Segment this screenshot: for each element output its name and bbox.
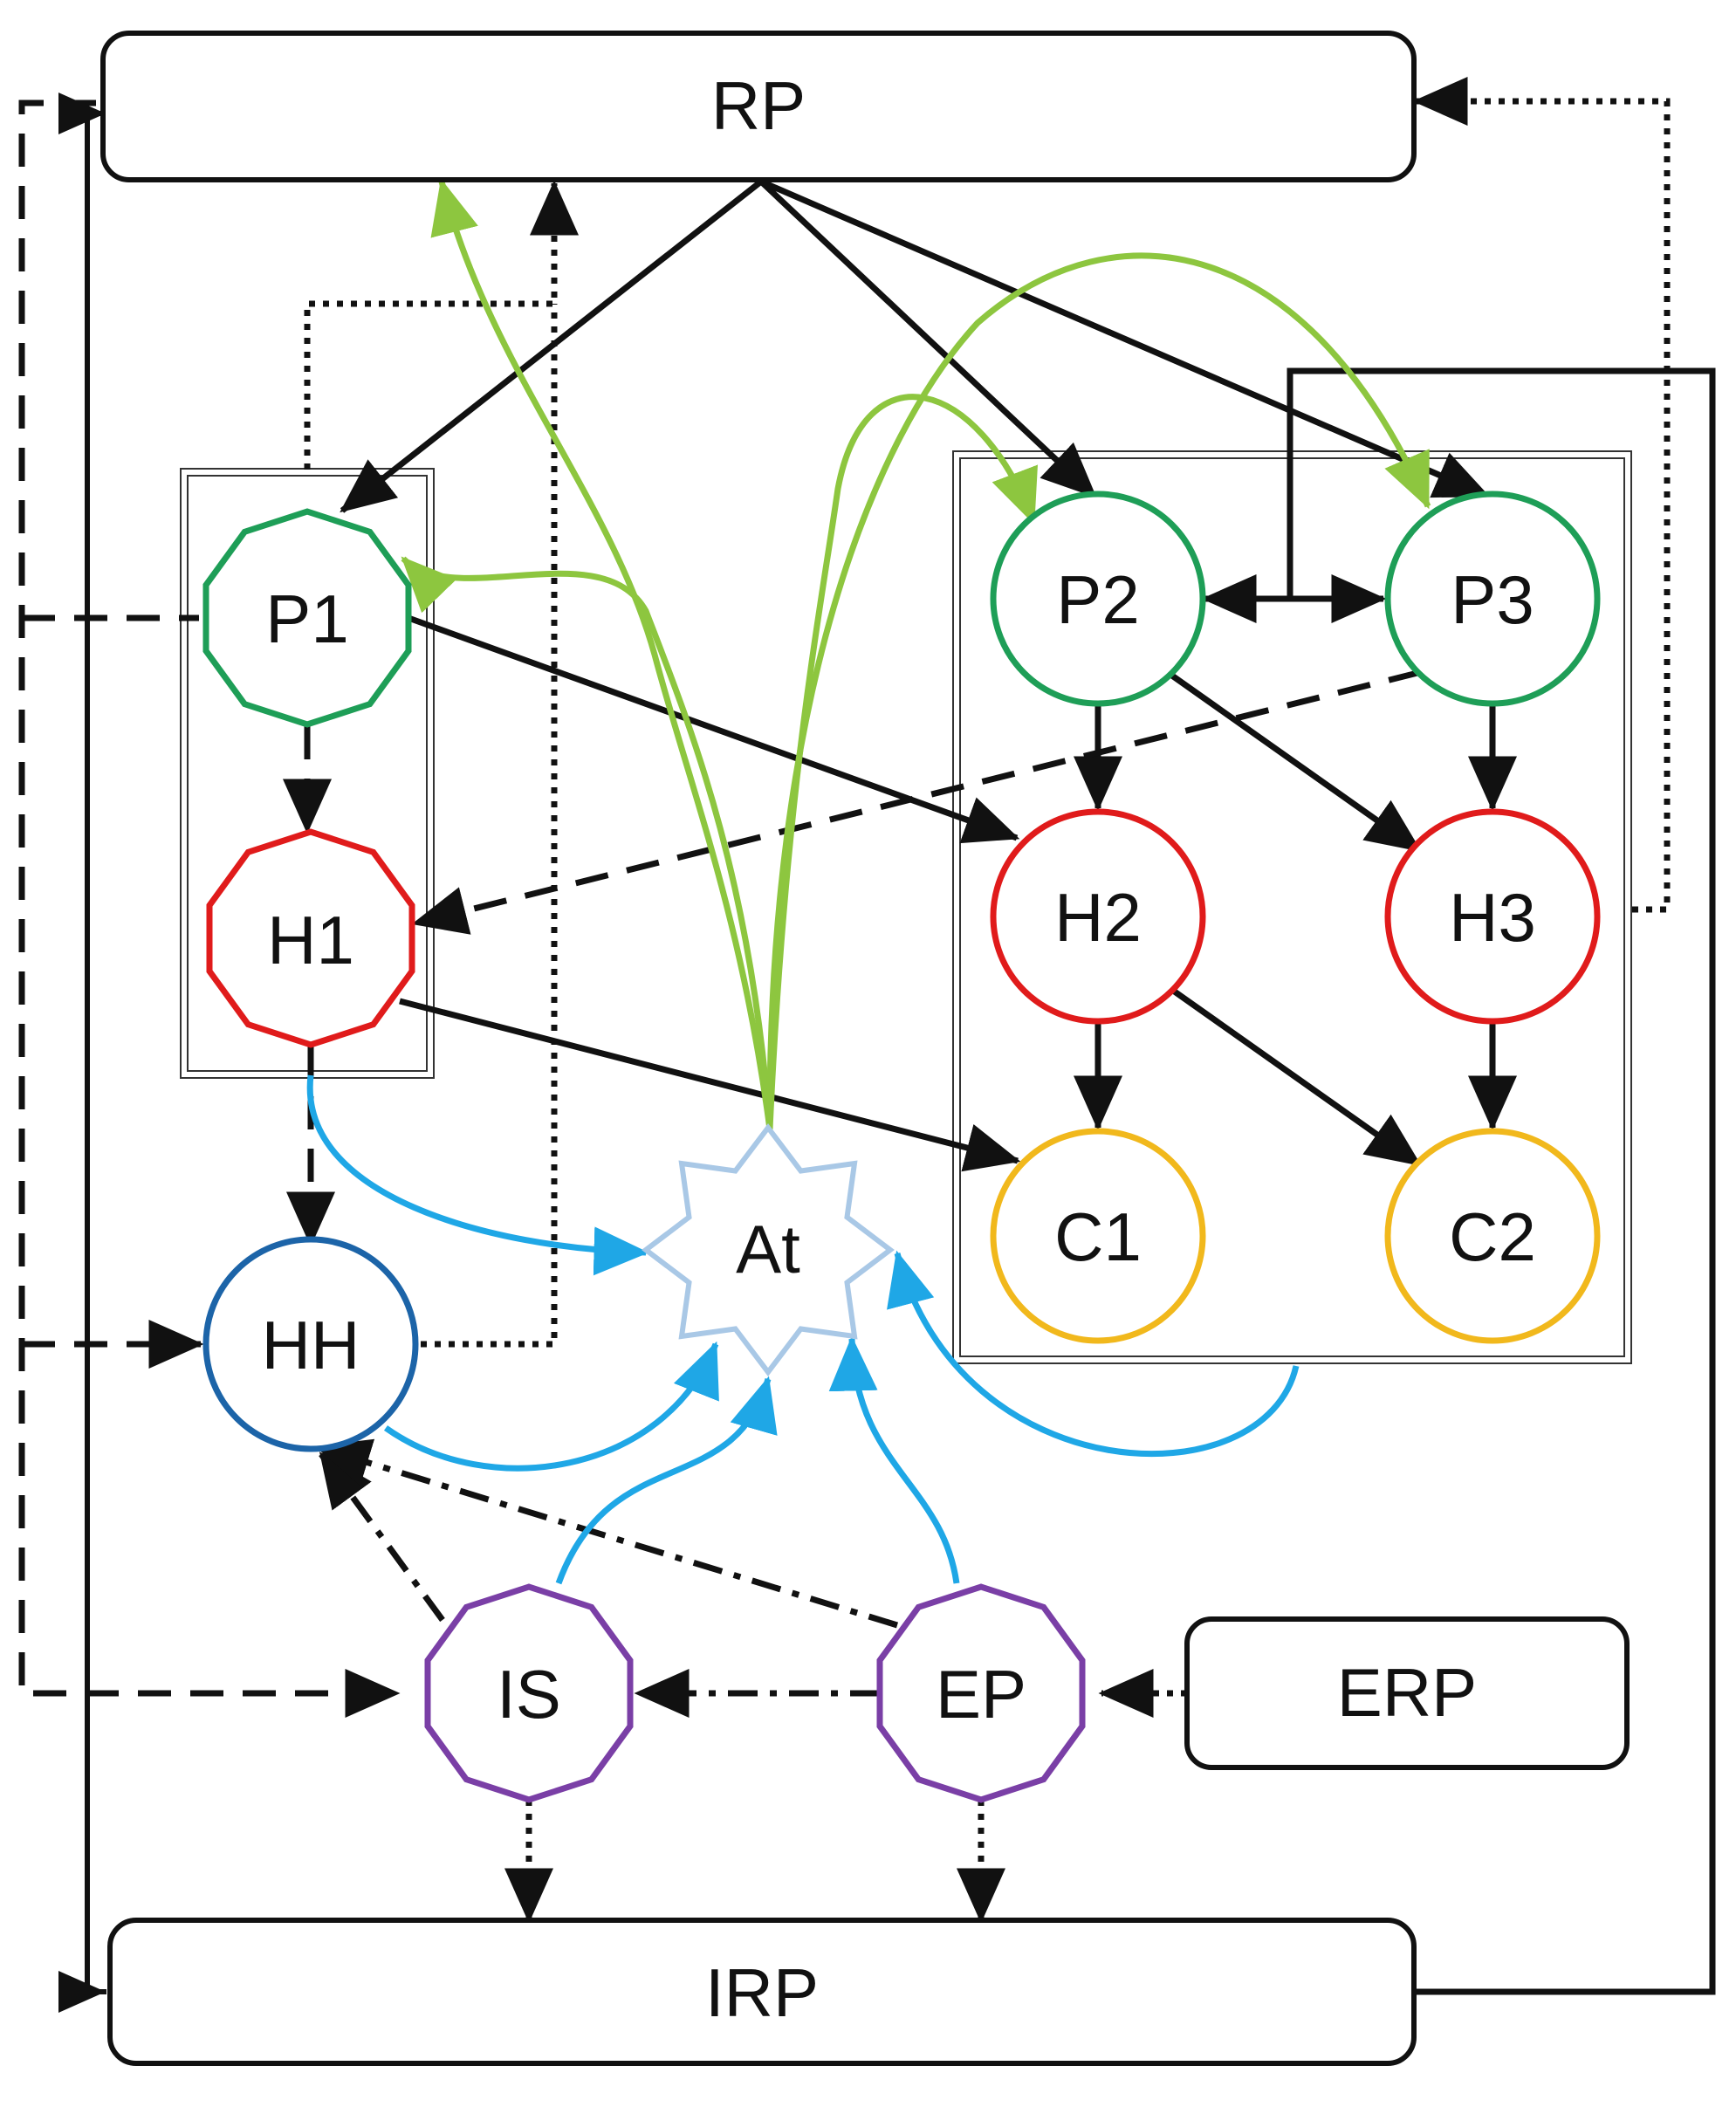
node-h2-label: H2 bbox=[1054, 879, 1142, 956]
node-h3[interactable]: H3 bbox=[1384, 808, 1601, 1025]
dotted-h3-to-rp bbox=[1412, 77, 1671, 913]
irp-rp-solid-loop bbox=[85, 111, 106, 1994]
node-p1[interactable]: P1 bbox=[202, 508, 412, 728]
node-c2[interactable]: C2 bbox=[1384, 1128, 1601, 1344]
left-dashed-spine bbox=[18, 100, 401, 1718]
node-at-label: At bbox=[736, 1211, 800, 1287]
rp-fanout-arrows bbox=[340, 178, 1491, 513]
node-h2[interactable]: H2 bbox=[990, 808, 1206, 1025]
node-h3-label: H3 bbox=[1449, 879, 1536, 956]
node-irp-label: IRP bbox=[705, 1954, 819, 2031]
node-h1[interactable]: H1 bbox=[206, 828, 415, 1048]
node-p3-label: P3 bbox=[1451, 561, 1534, 638]
irp-to-p2p3-link bbox=[1287, 367, 1716, 1995]
green-influence-arrows bbox=[401, 178, 1431, 1130]
node-c1-label: C1 bbox=[1054, 1198, 1142, 1275]
node-ep-label: EP bbox=[936, 1656, 1026, 1733]
node-p1-label: P1 bbox=[265, 580, 348, 657]
node-is[interactable]: IS bbox=[424, 1583, 634, 1803]
blue-influence-arrows bbox=[306, 1074, 1300, 1585]
node-rp[interactable]: RP bbox=[100, 31, 1417, 182]
irp-rp-loop-arrow-top bbox=[58, 93, 106, 134]
dotted-p1-to-rp bbox=[304, 180, 579, 470]
dashdot-flow-arrows bbox=[314, 1438, 899, 1718]
irp-rp-loop-arrow-bottom bbox=[58, 1971, 106, 2013]
dashed-flow-arrows bbox=[283, 669, 1422, 1247]
node-p3[interactable]: P3 bbox=[1384, 491, 1601, 707]
solid-flow-arrows bbox=[399, 614, 1517, 1172]
node-h1-label: H1 bbox=[267, 902, 354, 978]
node-p2[interactable]: P2 bbox=[990, 491, 1206, 707]
node-c2-label: C2 bbox=[1449, 1198, 1536, 1275]
node-rp-label: RP bbox=[711, 67, 806, 144]
node-hh[interactable]: HH bbox=[202, 1236, 419, 1452]
node-ep[interactable]: EP bbox=[876, 1583, 1086, 1803]
node-at[interactable]: At bbox=[642, 1123, 895, 1376]
node-c1[interactable]: C1 bbox=[990, 1128, 1206, 1344]
node-erp-label: ERP bbox=[1337, 1654, 1477, 1731]
node-p2-label: P2 bbox=[1056, 561, 1139, 638]
node-hh-label: HH bbox=[262, 1307, 360, 1383]
node-irp[interactable]: IRP bbox=[107, 1918, 1417, 2066]
node-erp[interactable]: ERP bbox=[1184, 1616, 1630, 1770]
node-is-label: IS bbox=[497, 1656, 561, 1733]
dotted-hh-to-rp bbox=[421, 304, 558, 1348]
